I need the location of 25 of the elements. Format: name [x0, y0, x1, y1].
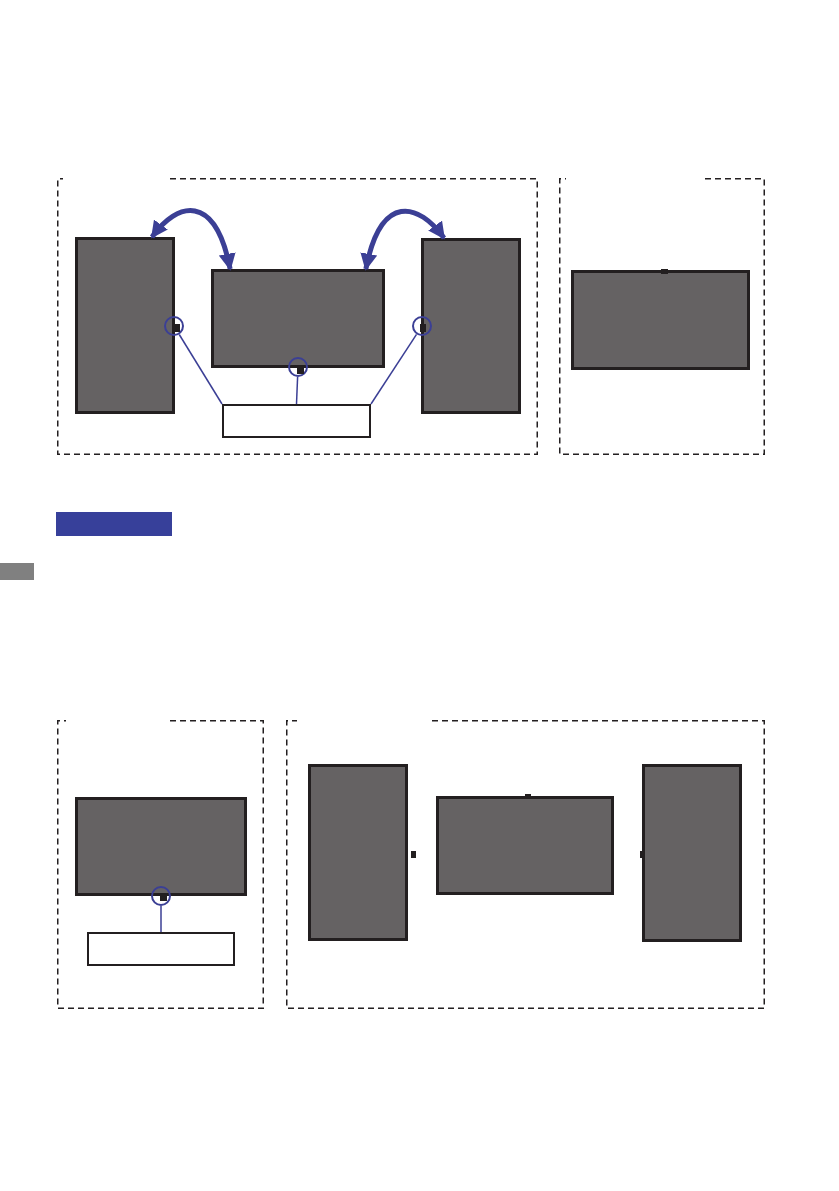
- curved-double-arrow: [150, 208, 235, 271]
- leader-line: [178, 333, 223, 405]
- dashed-panel: [57, 720, 264, 1009]
- monitor-screen: [75, 237, 175, 414]
- dashed-panel: [559, 178, 765, 455]
- highlight-circle: [288, 357, 308, 377]
- highlight-circle: [412, 316, 432, 336]
- monitor-screen: [211, 269, 385, 368]
- monitor-screen: [421, 238, 521, 414]
- dashed-panel: [286, 720, 765, 1009]
- monitor-screen: [571, 270, 750, 370]
- dashed-panel: [57, 178, 538, 455]
- monitor-screen: [75, 797, 247, 896]
- callout-box: [87, 932, 235, 966]
- highlight-circle: [151, 886, 171, 906]
- monitor-screen: [642, 764, 742, 942]
- side-tab: [0, 563, 34, 580]
- leader-line: [295, 376, 299, 405]
- leader-line: [160, 905, 162, 933]
- callout-box: [222, 404, 371, 438]
- leader-line: [370, 333, 418, 405]
- heading-bar: [56, 512, 172, 536]
- monitor-screen: [436, 796, 614, 895]
- highlight-circle: [164, 316, 184, 336]
- curved-double-arrow: [361, 208, 446, 271]
